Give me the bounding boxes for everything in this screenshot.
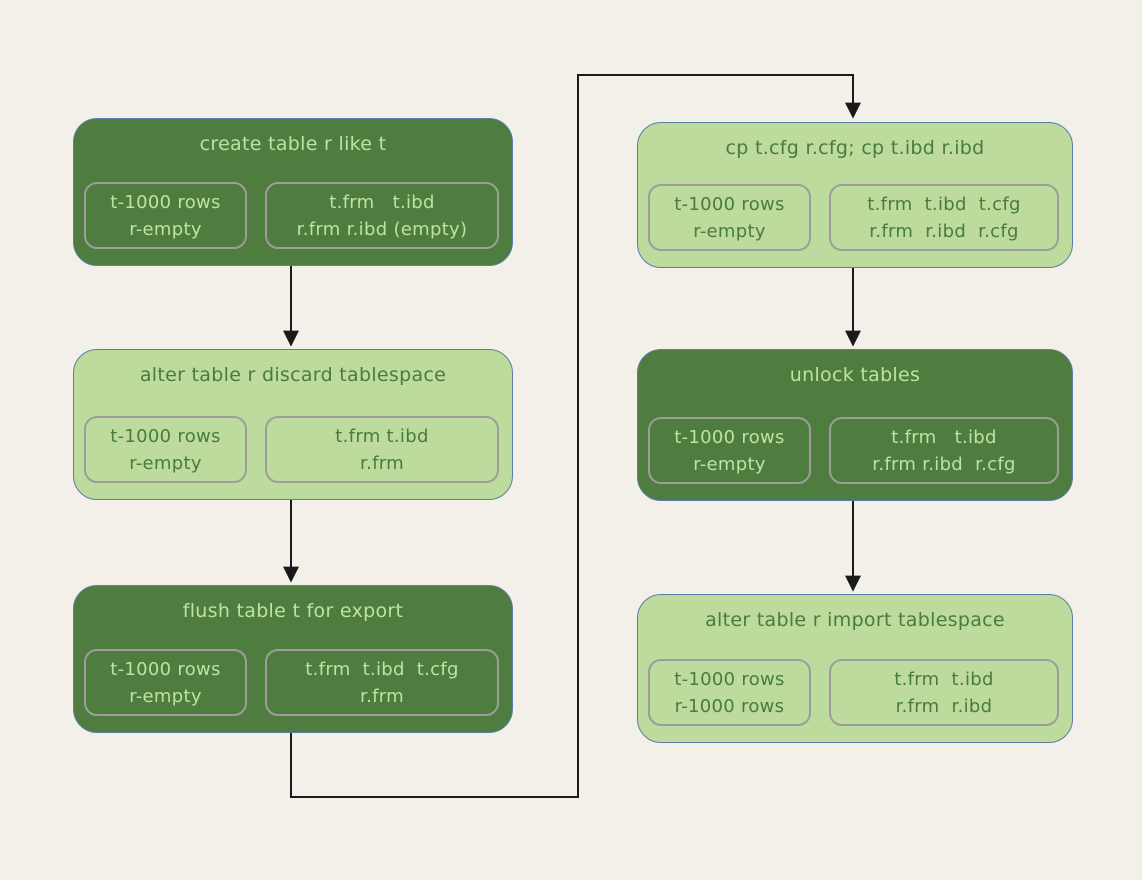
files-state-box: t.frm t.ibd t.cfg r.frm r.ibd r.cfg (829, 184, 1059, 251)
node-import-tablespace: alter table r import tablespace t-1000 r… (637, 594, 1073, 743)
rows-state-line: t-1000 rows (110, 191, 221, 213)
files-state-line: t.frm t.ibd t.cfg (305, 658, 459, 680)
node-title: flush table t for export (182, 600, 404, 622)
node-cp-files: cp t.cfg r.cfg; cp t.ibd r.ibd t-1000 ro… (637, 122, 1073, 268)
files-state-box: t.frm t.ibd t.cfg r.frm (265, 649, 499, 716)
rows-state-box: t-1000 rows r-1000 rows (648, 659, 811, 726)
files-state-box: t.frm t.ibd r.frm (265, 416, 499, 483)
rows-state-box: t-1000 rows r-empty (648, 184, 811, 251)
node-title: alter table r discard tablespace (139, 364, 447, 386)
files-state-line: r.frm (360, 685, 404, 707)
node-title: create table r like t (199, 133, 387, 155)
node-detail-row: t-1000 rows r-1000 rows t.frm t.ibd r.fr… (648, 659, 1059, 726)
rows-state-line: t-1000 rows (674, 668, 785, 690)
rows-state-line: r-empty (129, 218, 202, 240)
rows-state-line: r-empty (693, 220, 766, 242)
files-state-box: t.frm t.ibd r.frm r.ibd (empty) (265, 182, 499, 249)
files-state-line: r.frm r.ibd (895, 695, 993, 717)
rows-state-line: r-empty (129, 452, 202, 474)
node-flush-table: flush table t for export t-1000 rows r-e… (73, 585, 513, 733)
node-title: alter table r import tablespace (705, 609, 1005, 631)
node-detail-row: t-1000 rows r-empty t.frm t.ibd t.cfg r.… (84, 649, 499, 716)
files-state-line: t.frm t.ibd (329, 191, 435, 213)
files-state-line: t.frm t.ibd (894, 668, 994, 690)
node-detail-row: t-1000 rows r-empty t.frm t.ibd r.frm r.… (84, 182, 499, 249)
files-state-line: r.frm r.ibd r.cfg (869, 220, 1019, 242)
node-title: cp t.cfg r.cfg; cp t.ibd r.ibd (725, 137, 985, 159)
files-state-line: r.frm r.ibd r.cfg (872, 453, 1016, 475)
rows-state-line: r-empty (129, 685, 202, 707)
rows-state-line: t-1000 rows (110, 425, 221, 447)
node-detail-row: t-1000 rows r-empty t.frm t.ibd r.frm (84, 416, 499, 483)
node-detail-row: t-1000 rows r-empty t.frm t.ibd r.frm r.… (648, 417, 1059, 484)
rows-state-box: t-1000 rows r-empty (84, 416, 247, 483)
rows-state-box: t-1000 rows r-empty (84, 649, 247, 716)
files-state-line: r.frm (360, 452, 404, 474)
node-title: unlock tables (789, 364, 921, 386)
rows-state-line: t-1000 rows (110, 658, 221, 680)
rows-state-line: r-1000 rows (674, 695, 785, 717)
node-create-table: create table r like t t-1000 rows r-empt… (73, 118, 513, 266)
node-discard-tablespace: alter table r discard tablespace t-1000 … (73, 349, 513, 500)
files-state-line: t.frm t.ibd t.cfg (867, 193, 1021, 215)
files-state-line: t.frm t.ibd (891, 426, 997, 448)
node-detail-row: t-1000 rows r-empty t.frm t.ibd t.cfg r.… (648, 184, 1059, 251)
files-state-line: r.frm r.ibd (empty) (296, 218, 468, 240)
files-state-box: t.frm t.ibd r.frm r.ibd r.cfg (829, 417, 1059, 484)
rows-state-box: t-1000 rows r-empty (648, 417, 811, 484)
rows-state-box: t-1000 rows r-empty (84, 182, 247, 249)
node-unlock-tables: unlock tables t-1000 rows r-empty t.frm … (637, 349, 1073, 501)
files-state-box: t.frm t.ibd r.frm r.ibd (829, 659, 1059, 726)
rows-state-line: t-1000 rows (674, 426, 785, 448)
rows-state-line: r-empty (693, 453, 766, 475)
rows-state-line: t-1000 rows (674, 193, 785, 215)
files-state-line: t.frm t.ibd (335, 425, 429, 447)
